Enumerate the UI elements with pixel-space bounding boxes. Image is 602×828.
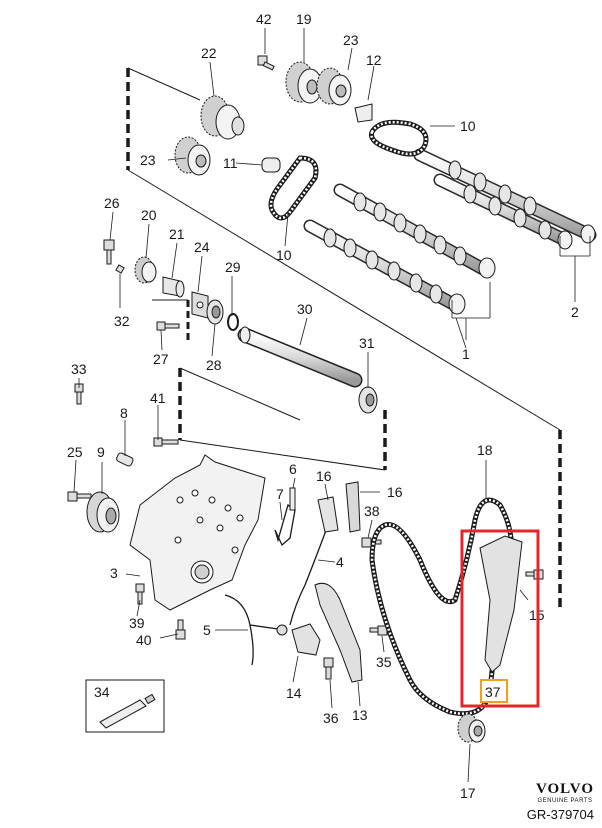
bearing-31	[358, 386, 378, 414]
callout-14: 14	[286, 685, 302, 701]
camshaft-chain-upper	[368, 119, 429, 157]
callout-38: 38	[364, 503, 380, 519]
callout-2: 2	[571, 304, 579, 320]
balance-shaft-30	[237, 326, 363, 388]
callout-22: 22	[201, 45, 217, 61]
callout-9: 9	[97, 444, 105, 460]
ring-29	[227, 313, 239, 331]
callout-27: 27	[153, 351, 169, 367]
callout-32: 32	[114, 313, 130, 329]
callout-13: 13	[352, 707, 368, 723]
callout-18: 18	[477, 442, 493, 458]
guide-rail-16-bracket	[317, 496, 339, 533]
callout-8: 8	[120, 405, 128, 421]
callout-37-box	[480, 679, 508, 703]
callout-16-upper: 16	[316, 468, 332, 484]
callout-21: 21	[169, 226, 185, 242]
gear-20	[134, 256, 157, 284]
camshaft-gear-23-lower	[174, 136, 211, 176]
bolt-35	[369, 625, 388, 636]
callout-3: 3	[110, 565, 118, 581]
callout-39: 39	[129, 615, 145, 631]
camshaft-chain-lower	[268, 155, 319, 221]
bolt-42	[257, 55, 275, 71]
callout-28: 28	[206, 357, 222, 373]
callout-25: 25	[67, 444, 83, 460]
chain-guide-37	[479, 535, 523, 673]
callout-23-upper: 23	[343, 32, 359, 48]
callout-20: 20	[141, 207, 157, 223]
camshaft-gear-22	[200, 95, 245, 140]
bolt-15	[525, 569, 544, 580]
callout-33: 33	[71, 361, 87, 377]
callout-16-right: 16	[387, 484, 403, 500]
callout-37: 37	[485, 684, 501, 700]
callout-4: 4	[336, 554, 344, 570]
bolt-27	[156, 321, 180, 331]
highlight-box-part-37	[460, 529, 540, 708]
bolt-26	[103, 239, 115, 265]
timing-cover-3	[129, 454, 266, 611]
seal-4	[289, 524, 329, 626]
pin-6	[289, 487, 296, 511]
callout-36: 36	[323, 710, 339, 726]
bolt-25	[67, 491, 92, 502]
callout-24: 24	[194, 239, 210, 255]
callout-17: 17	[460, 785, 476, 801]
callout-11: 11	[223, 155, 238, 171]
bolt-36	[323, 657, 334, 680]
sealant-tube-icon	[99, 693, 156, 729]
bracket-24	[191, 291, 209, 319]
callout-1: 1	[462, 346, 470, 362]
guide-rail-16-small	[345, 481, 361, 533]
pin-32	[115, 264, 125, 274]
spring-7	[274, 503, 296, 547]
crank-sprocket-17	[457, 713, 486, 743]
bolt-40	[175, 619, 186, 640]
bolt-39	[135, 583, 145, 605]
lower-assembly-frame	[152, 299, 387, 471]
callout-30: 30	[297, 301, 313, 317]
bracket-12	[354, 103, 373, 123]
callout-5: 5	[203, 622, 211, 638]
figure-reference: GR-379704	[526, 807, 594, 822]
camshaft-intake	[303, 219, 466, 315]
callout-40: 40	[136, 632, 152, 648]
callout-26: 26	[104, 195, 120, 211]
brand-name: VOLVO	[535, 781, 594, 797]
tensioner-rail-13	[314, 582, 363, 683]
callout-6: 6	[289, 461, 297, 477]
callout-10-lower: 10	[276, 247, 292, 263]
pulley-9	[86, 491, 120, 533]
dowel-8	[116, 452, 134, 467]
callout-23-lower: 23	[140, 152, 156, 168]
callout-7: 7	[276, 486, 284, 502]
camshaft-gear-19	[285, 61, 323, 104]
camshaft-exhaust	[333, 183, 496, 279]
upper-assembly-frame	[126, 67, 562, 610]
callout-41: 41	[150, 390, 166, 406]
callout-42: 42	[256, 11, 272, 27]
callout-35: 35	[376, 654, 392, 670]
leader-lines	[73, 28, 591, 783]
tensioner-14	[276, 623, 321, 656]
callout-19: 19	[296, 11, 312, 27]
bushing-11	[261, 157, 281, 173]
sleeve-21	[162, 276, 185, 298]
callout-34: 34	[94, 684, 110, 700]
camshaft-pair-right	[413, 148, 597, 250]
callout-labels: 1 2 3 4 5 6 7 8 9 10 10 11 12 13 14 15 1…	[67, 11, 579, 801]
sealant-kit-34	[85, 679, 165, 733]
callout-31: 31	[359, 335, 375, 351]
brand-tagline: GENUINE PARTS	[537, 798, 593, 804]
callout-12: 12	[366, 52, 382, 68]
volvo-logo: VOLVO GENUINE PARTS	[536, 782, 594, 805]
bearing-28	[206, 299, 224, 325]
callout-29: 29	[225, 259, 241, 275]
callout-10-upper: 10	[460, 118, 476, 134]
camshaft-gear-23-upper	[316, 67, 352, 106]
